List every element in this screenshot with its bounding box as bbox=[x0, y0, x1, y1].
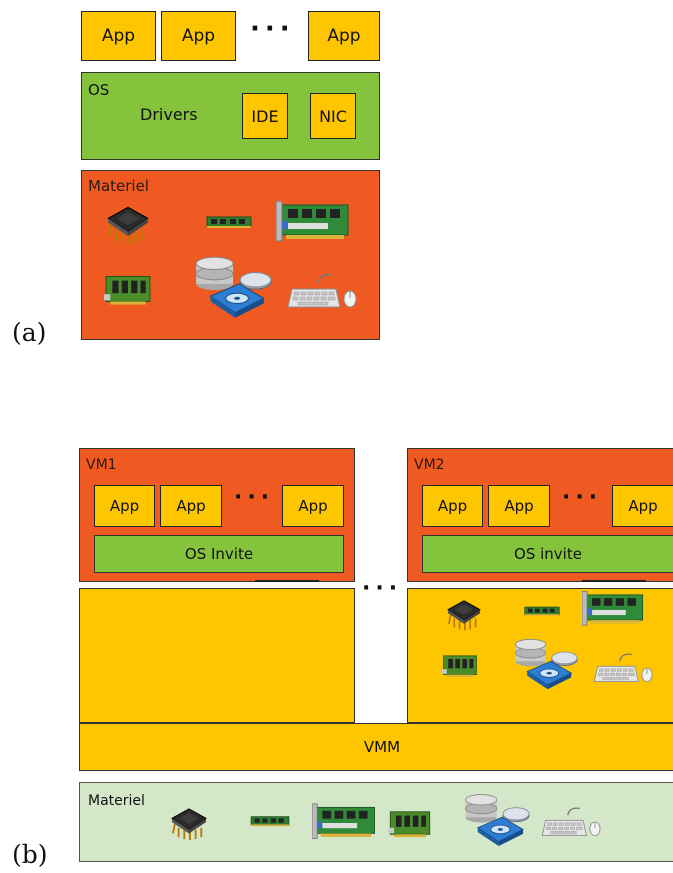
vm1-guest-os: OS Invite bbox=[94, 535, 344, 573]
ram-icon bbox=[524, 605, 560, 617]
ide-driver-box: IDE bbox=[242, 93, 288, 139]
vm1-label: VM1 bbox=[86, 457, 117, 473]
keyboard-mouse-icon bbox=[594, 651, 654, 685]
ellipsis: ··· bbox=[362, 576, 403, 601]
ellipsis: ··· bbox=[234, 485, 275, 510]
nic-driver-box: NIC bbox=[310, 93, 356, 139]
vmm-label: VMM bbox=[363, 738, 401, 756]
materiel-label: Materiel bbox=[88, 177, 149, 195]
network-card-icon bbox=[582, 591, 646, 629]
sound-card-icon bbox=[104, 273, 152, 307]
network-card-icon bbox=[276, 201, 352, 245]
divider bbox=[582, 580, 646, 582]
cpu-icon bbox=[170, 807, 208, 841]
disk-icon bbox=[192, 253, 272, 319]
os-layer: OS Drivers IDE NIC bbox=[81, 72, 380, 160]
vm2-box: VM2 App App ··· App OS invite bbox=[407, 448, 673, 582]
app-box: App bbox=[422, 485, 483, 527]
materiel-label: Materiel bbox=[88, 793, 145, 809]
network-card-icon bbox=[312, 803, 378, 843]
sound-card-icon bbox=[388, 809, 432, 839]
keyboard-mouse-icon bbox=[288, 271, 358, 311]
ellipsis: ··· bbox=[562, 485, 603, 510]
ellipsis: ··· bbox=[250, 14, 295, 44]
disk-icon bbox=[462, 791, 530, 847]
materiel-layer-b: Materiel bbox=[79, 782, 673, 862]
keyboard-mouse-icon bbox=[542, 805, 602, 839]
vm2-guest-os: OS invite bbox=[422, 535, 673, 573]
caption-a: (a) bbox=[12, 318, 47, 347]
app-box: App bbox=[612, 485, 673, 527]
disk-icon bbox=[512, 635, 578, 691]
materiel-layer-a: Materiel bbox=[81, 170, 380, 340]
drivers-label: Drivers bbox=[140, 105, 198, 124]
app-box: App bbox=[282, 485, 344, 527]
app-box: App bbox=[308, 11, 380, 61]
vm2-label: VM2 bbox=[414, 457, 445, 473]
ram-icon bbox=[250, 815, 290, 827]
vm1-virtual-hardware bbox=[79, 588, 355, 723]
divider bbox=[255, 580, 319, 582]
caption-b: (b) bbox=[12, 840, 48, 869]
vm1-box: VM1 App App ··· App OS Invite bbox=[79, 448, 355, 582]
cpu-icon bbox=[106, 205, 150, 245]
app-box: App bbox=[488, 485, 550, 527]
vmm-layer: VMM bbox=[79, 723, 673, 771]
ram-icon bbox=[206, 215, 252, 229]
app-box: App bbox=[160, 485, 222, 527]
sound-card-icon bbox=[442, 653, 478, 679]
app-box: App bbox=[81, 11, 156, 61]
cpu-icon bbox=[446, 599, 482, 631]
os-label: OS bbox=[88, 81, 110, 99]
app-box: App bbox=[94, 485, 155, 527]
vm2-virtual-hardware bbox=[407, 588, 673, 723]
app-box: App bbox=[161, 11, 236, 61]
